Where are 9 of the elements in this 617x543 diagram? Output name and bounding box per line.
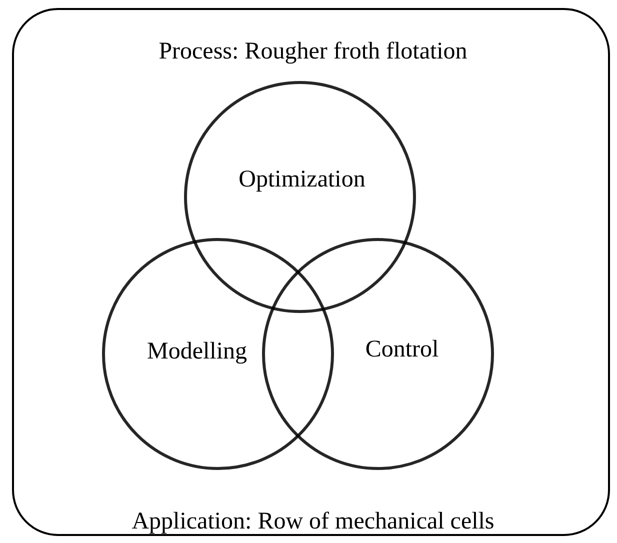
heading-text: Process: Rougher froth flotation (158, 38, 468, 66)
caption-text: Application: Row of mechanical cells (132, 508, 494, 536)
venn-circle (102, 238, 334, 470)
rounded-frame (12, 8, 610, 536)
circle-label: Modelling (147, 338, 247, 366)
circle-label: Optimization (238, 166, 366, 194)
venn-circle (184, 81, 416, 313)
circle-label: Control (365, 336, 439, 364)
venn-circle (262, 238, 494, 470)
